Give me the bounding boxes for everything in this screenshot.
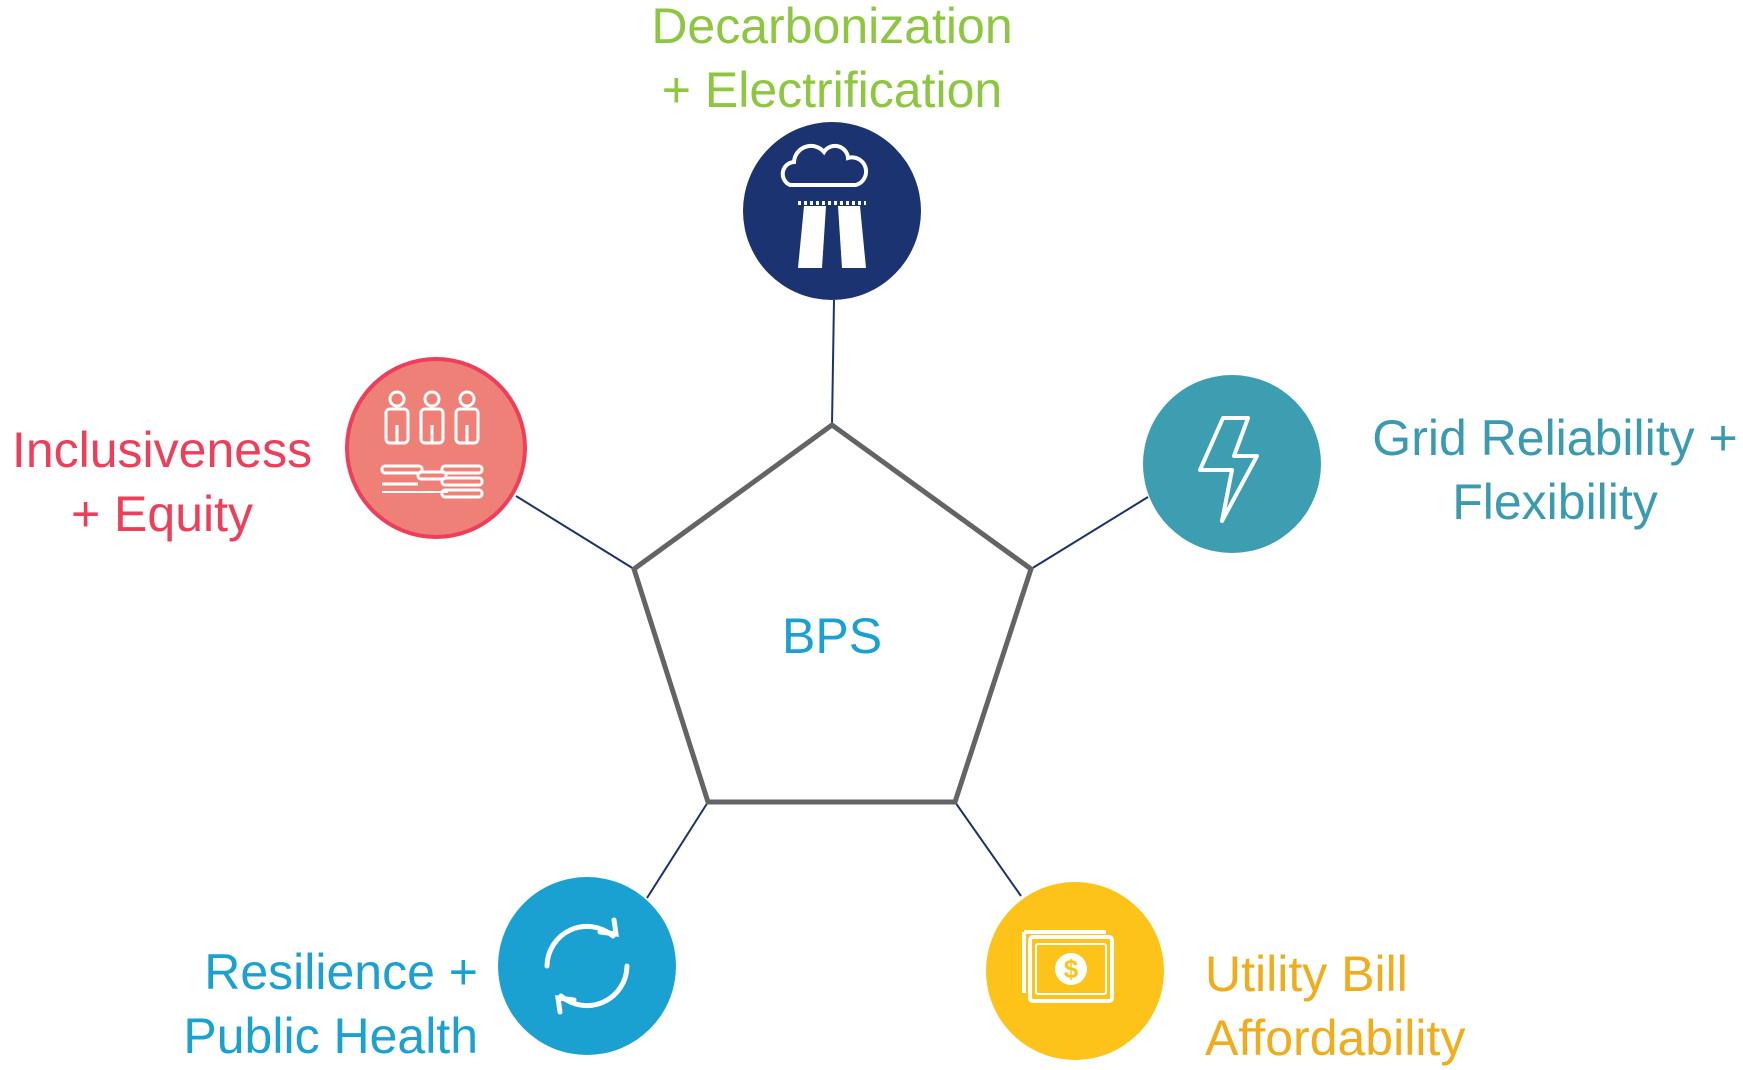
- label-inclusiveness: Inclusiveness + Equity: [2, 418, 322, 546]
- pillar-circle-inclusiveness: [345, 357, 527, 539]
- label-grid-line1: Grid Reliability +: [1372, 410, 1738, 466]
- people-group-icon: [380, 390, 484, 499]
- factory-cloud-icon: [780, 143, 869, 268]
- pillar-circle-resilience: [498, 877, 676, 1055]
- connectors: [515, 299, 1149, 899]
- pillar-affordability: $: [986, 882, 1164, 1060]
- label-resilience-line2: Public Health: [183, 1008, 478, 1064]
- pillar-grid: [1143, 375, 1321, 553]
- label-resilience: Resilience + Public Health: [100, 940, 478, 1068]
- label-decarbonization: Decarbonization + Electrification: [632, 0, 1032, 122]
- label-affordability-line1: Utility Bill: [1205, 946, 1408, 1002]
- label-resilience-line1: Resilience +: [204, 944, 478, 1000]
- connector-decarbonization: [831, 299, 835, 426]
- label-grid: Grid Reliability + Flexibility: [1350, 406, 1743, 534]
- svg-text:$: $: [1064, 954, 1079, 984]
- dollar-bill-icon: $: [1022, 930, 1114, 1003]
- pillar-circle-grid: [1143, 375, 1321, 553]
- pillar-decarbonization: [743, 122, 921, 300]
- center-label: BPS: [782, 608, 883, 664]
- connector-inclusiveness: [515, 495, 635, 570]
- connector-resilience: [646, 801, 709, 899]
- pillar-resilience: [498, 877, 676, 1055]
- label-affordability: Utility Bill Affordability: [1205, 942, 1465, 1070]
- label-grid-line2: Flexibility: [1452, 474, 1658, 530]
- pillar-inclusiveness: [345, 357, 527, 539]
- lightning-bolt-icon: [1198, 416, 1259, 523]
- label-inclusiveness-line1: Inclusiveness: [11, 422, 313, 478]
- refresh-cycle-icon: [544, 917, 630, 1015]
- label-decarbonization-line2: + Electrification: [661, 62, 1003, 118]
- center-pentagon: [631, 421, 1034, 805]
- pillar-circle-decarbonization: [743, 122, 921, 300]
- label-decarbonization-line1: Decarbonization: [651, 0, 1013, 54]
- label-affordability-line2: Affordability: [1205, 1010, 1466, 1066]
- connector-grid: [1030, 496, 1149, 570]
- label-inclusiveness-line2: + Equity: [70, 486, 254, 542]
- connector-affordability: [954, 801, 1022, 897]
